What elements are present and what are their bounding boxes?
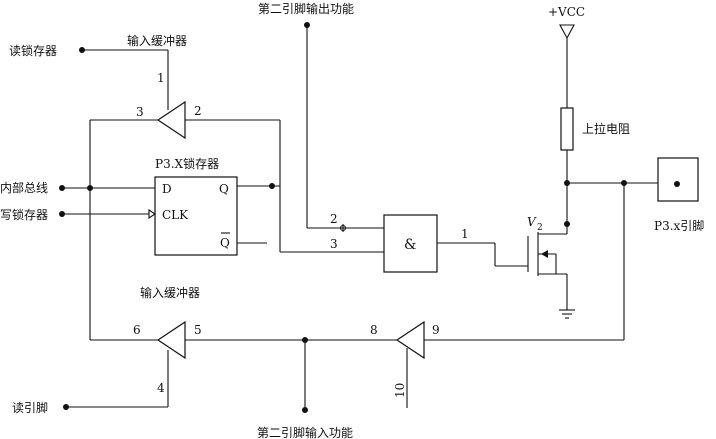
num-and-in3: 3: [330, 237, 338, 251]
pin-box: [657, 157, 699, 202]
write-latch-terminal: [59, 211, 65, 217]
num-and-in2: 2: [330, 212, 338, 226]
num-5: 5: [194, 323, 202, 337]
q-junction: [269, 183, 275, 189]
bus-junction: [87, 185, 93, 191]
and-symbol: &: [404, 237, 416, 253]
second-func-in-terminal: [302, 407, 308, 413]
top-buffer-triangle: [156, 100, 186, 140]
num-9: 9: [432, 323, 440, 337]
latch-box: [154, 176, 238, 256]
num-3-top: 3: [136, 105, 144, 119]
label-write-latch: 写锁存器: [0, 207, 48, 222]
label-input-buffer-bottom: 输入缓冲器: [140, 285, 200, 300]
latch-clk-label: CLK: [162, 208, 189, 222]
second-func-out-terminal: [304, 22, 310, 28]
num-1-top: 1: [157, 71, 165, 85]
transistor-v2: [527, 232, 575, 319]
internal-bus-terminal: [59, 185, 65, 191]
transistor-sub: 2: [537, 223, 543, 233]
num-and-out1: 1: [461, 227, 469, 241]
latch-d-label: D: [162, 182, 172, 196]
num-6: 6: [133, 323, 141, 337]
label-input-buffer-top: 输入缓冲器: [127, 33, 187, 48]
and-gate: [383, 214, 438, 273]
num-8: 8: [370, 323, 378, 337]
num-2-top: 2: [194, 104, 202, 118]
bottom-right-buffer: [395, 320, 425, 360]
read-latch-terminal: [79, 47, 85, 53]
label-read-latch: 读锁存器: [9, 43, 57, 58]
num-4: 4: [157, 381, 165, 395]
latch-qbar-label: Q: [220, 236, 230, 250]
label-pullup: 上拉电阻: [582, 121, 630, 136]
label-pin-box: P3.x引脚: [654, 218, 704, 233]
transistor-label: V: [527, 215, 537, 229]
num-10: 10: [393, 383, 407, 398]
label-vcc: +VCC: [548, 5, 585, 19]
label-second-func-out: 第二引脚输出功能: [258, 1, 354, 16]
pullup-resistor: [560, 107, 574, 151]
bottom-left-buffer: [156, 320, 186, 360]
read-pin-terminal: [63, 404, 69, 410]
label-latch-title: P3.X锁存器: [155, 156, 219, 171]
label-internal-bus: 内部总线: [0, 180, 48, 195]
label-read-pin: 读引脚: [12, 400, 48, 415]
top-input-buffer: [79, 47, 281, 186]
label-second-func-in: 第二引脚输入功能: [257, 425, 353, 439]
p3x-latch: [59, 176, 280, 256]
latch-q-label: Q: [219, 182, 229, 196]
vcc-arrow: [559, 24, 575, 40]
